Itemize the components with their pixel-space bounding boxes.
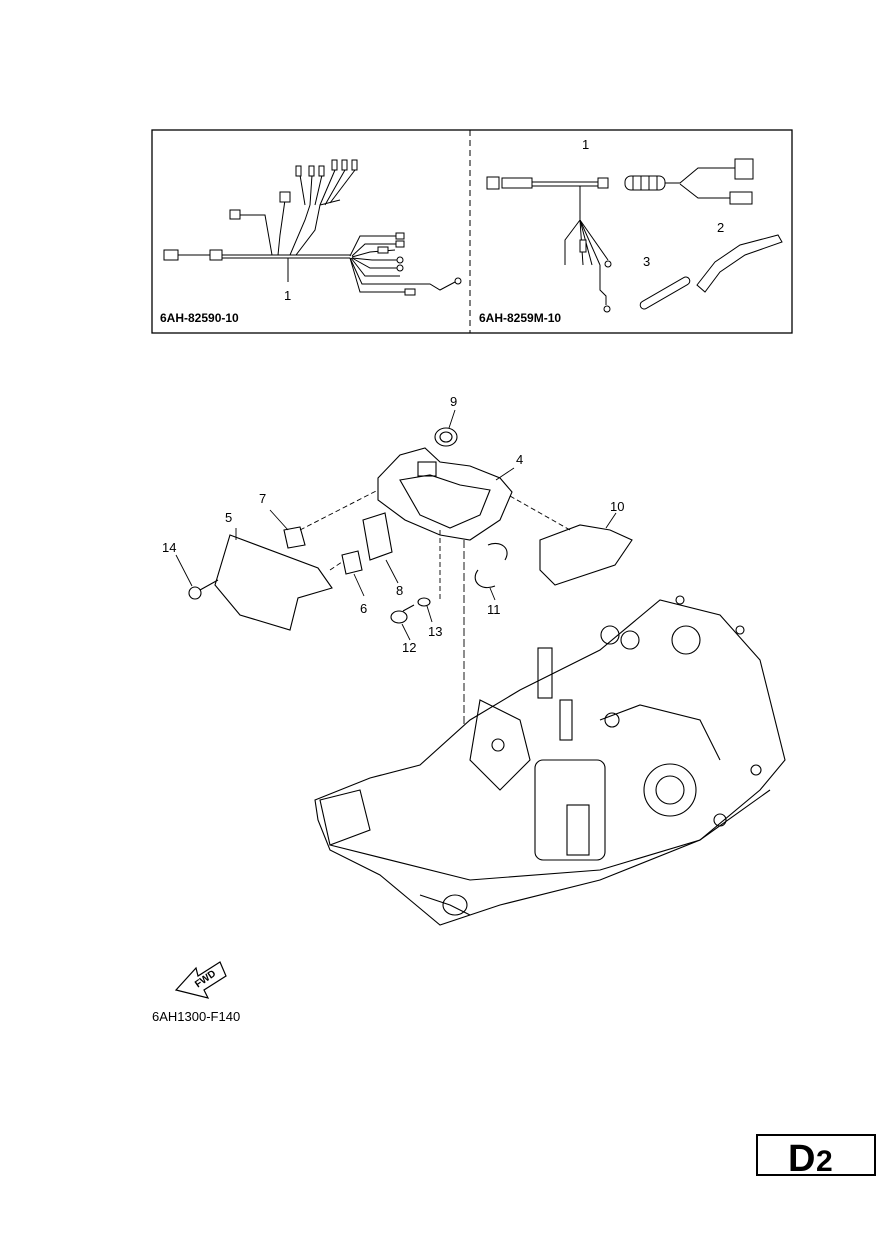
engine-block: [314, 595, 786, 926]
inset-right-callout-3: 3: [643, 254, 650, 269]
page-badge-number: 2: [816, 1145, 833, 1178]
page-badge-frame: [756, 1134, 876, 1176]
page-badge-letter: D: [788, 1138, 815, 1180]
inset-right-part-code: 6AH-8259M-10: [479, 311, 561, 325]
inset-frame: [151, 129, 793, 334]
part-10-cap: [539, 524, 633, 586]
part-13-washer: [417, 597, 431, 607]
callout-11: 11: [487, 602, 501, 617]
part-8-plate: [362, 512, 393, 561]
inset-left-callout: 1: [284, 288, 291, 303]
callout-14: 14: [162, 540, 176, 555]
callout-10: 10: [610, 499, 624, 514]
callout-8: 8: [396, 583, 403, 598]
callout-7: 7: [259, 491, 266, 506]
wire-harness-right: [486, 158, 783, 313]
fwd-arrow-icon: FWD: [174, 961, 227, 999]
figure-code: 6AH1300-F140: [152, 1009, 240, 1024]
callout-9: 9: [450, 394, 457, 409]
inset-right-callout-2: 2: [717, 220, 724, 235]
callout-6: 6: [360, 601, 367, 616]
exploded-parts-view: [175, 409, 786, 926]
inset-right-callout-1: 1: [582, 137, 589, 152]
part-11-clamp: [474, 542, 508, 588]
part-14-bolt: [188, 579, 219, 600]
harness-inset: 1 6AH-82590-10: [151, 129, 793, 334]
page-badge: D 2: [756, 1134, 876, 1180]
callout-13: 13: [428, 624, 442, 639]
callout-12: 12: [402, 640, 416, 655]
leader-lines: [175, 409, 617, 830]
wire-harness-left: [163, 159, 462, 296]
part-7-gasket: [283, 526, 306, 549]
part-5-cover: [214, 534, 333, 631]
inset-left-part-code: 6AH-82590-10: [160, 311, 239, 325]
callout-5: 5: [225, 510, 232, 525]
callout-4: 4: [516, 452, 523, 467]
part-6-gasket: [341, 550, 363, 575]
part-4-bracket: [377, 447, 513, 541]
part-12-bolt: [390, 604, 415, 624]
part-9-grommet: [434, 427, 458, 447]
